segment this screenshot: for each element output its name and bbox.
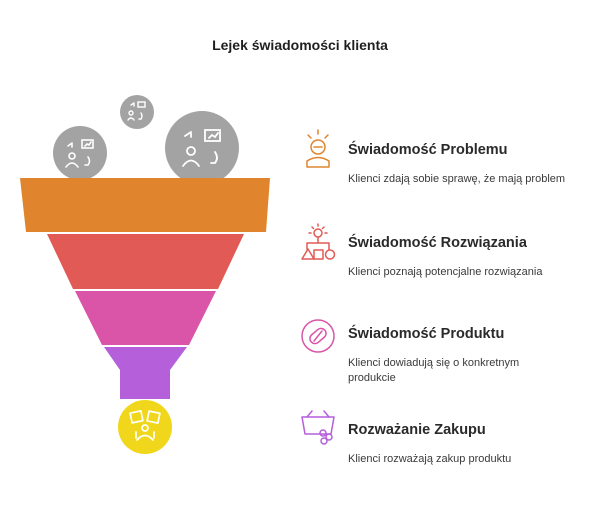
lightbulb-person-icon — [306, 129, 330, 168]
customer-journey-icon — [127, 101, 146, 121]
funnel-layer-problem — [20, 178, 270, 232]
input-bubble-small — [120, 95, 154, 129]
customer-journey-icon — [182, 129, 221, 167]
input-bubble-medium — [53, 126, 107, 180]
solution-shapes-icon — [301, 223, 336, 260]
output-circle — [118, 400, 172, 454]
stage-title: Rozważanie Zakupu — [348, 422, 486, 438]
diagram-title: Lejek świadomości klienta — [212, 37, 388, 53]
stage-description: Klienci dowiadują się o konkretnym produ… — [348, 357, 520, 384]
stage-description: Klienci rozważają zakup produktu — [348, 453, 512, 465]
pill-icon — [301, 319, 335, 353]
customers-icon — [129, 410, 161, 441]
customer-journey-icon — [65, 139, 94, 168]
stage-description: Klienci poznają potencjalne rozwiązania — [348, 266, 543, 278]
stage-title: Świadomość Problemu — [348, 142, 508, 158]
shopping-basket-icon — [301, 410, 335, 445]
funnel-layer-solution — [47, 234, 244, 289]
stage-description: Klienci zdają sobie sprawę, że mają prob… — [348, 173, 566, 185]
funnel-layer-product — [75, 291, 216, 345]
stage-title: Świadomość Rozwiązania — [348, 235, 527, 251]
input-bubble-large — [165, 111, 239, 185]
stage-title: Świadomość Produktu — [348, 326, 505, 342]
funnel-layer-purchase — [104, 347, 187, 399]
